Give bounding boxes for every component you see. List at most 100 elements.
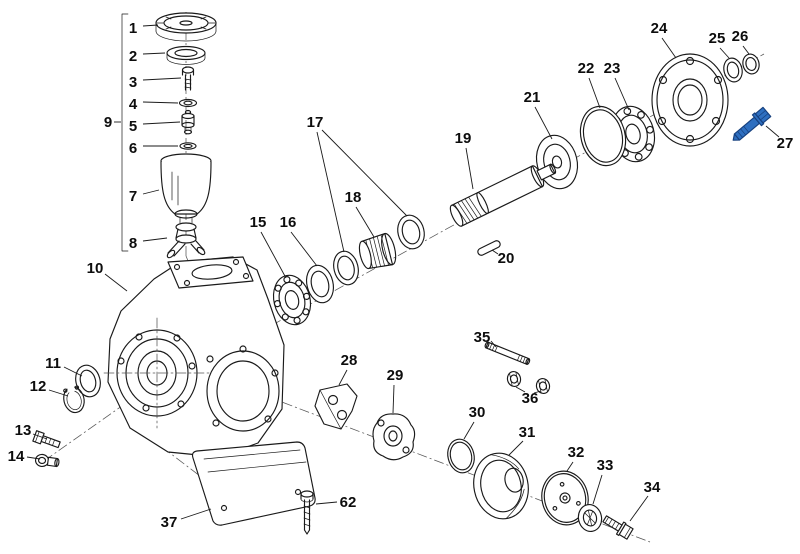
part-24-drawing xyxy=(651,53,729,147)
leader-line-part-14 xyxy=(26,456,41,460)
part-label-27: 27 xyxy=(777,135,794,152)
part-35-drawing xyxy=(484,341,531,365)
leader-line-part-7 xyxy=(142,189,160,195)
part-label-9: 9 xyxy=(104,114,112,131)
leader-line-part-35 xyxy=(490,340,497,348)
leader-line-part-26 xyxy=(742,45,750,55)
part-13-drawing xyxy=(32,430,61,449)
leader-line-part-19 xyxy=(465,147,474,190)
part-label-11: 11 xyxy=(45,355,61,372)
part-3-drawing xyxy=(181,66,195,91)
part-12-drawing xyxy=(63,385,85,414)
part-1-drawing xyxy=(155,12,217,42)
part-label-2: 2 xyxy=(129,48,137,65)
part-29-drawing xyxy=(372,413,416,461)
leader-line-part-25 xyxy=(719,47,730,59)
part-label-6: 6 xyxy=(129,140,137,157)
part-label-19: 19 xyxy=(455,130,472,147)
part-7-drawing xyxy=(160,153,212,224)
part-label-20: 20 xyxy=(498,250,515,267)
leader-line-part-13 xyxy=(32,433,48,440)
part-label-62: 62 xyxy=(340,494,357,511)
leader-line-part-32 xyxy=(566,461,574,472)
part-label-5: 5 xyxy=(129,118,137,135)
part-11-drawing xyxy=(75,364,101,398)
part-25-drawing xyxy=(723,57,743,83)
leader-line-part-34 xyxy=(629,495,649,522)
part-label-15: 15 xyxy=(250,214,267,231)
part-33-drawing xyxy=(577,504,603,532)
leader-line-part-36 xyxy=(533,390,542,394)
part-label-31: 31 xyxy=(519,424,536,441)
part-label-35: 35 xyxy=(474,329,491,346)
part-label-32: 32 xyxy=(568,444,585,461)
part-34-drawing xyxy=(602,515,634,540)
leader-line-part-5 xyxy=(142,121,181,125)
part-5-drawing xyxy=(181,109,195,135)
part-label-30: 30 xyxy=(469,404,486,421)
part-label-18: 18 xyxy=(345,189,362,206)
part-label-10: 10 xyxy=(87,260,104,277)
leader-line-part-31 xyxy=(508,440,524,456)
part-label-29: 29 xyxy=(387,367,404,384)
part-label-12: 12 xyxy=(30,378,47,395)
part-18-drawing xyxy=(358,232,397,270)
leader-line-part-4 xyxy=(142,101,179,104)
leader-line-part-24 xyxy=(661,37,677,59)
part-37-drawing xyxy=(191,441,316,526)
leader-line-part-29 xyxy=(392,384,395,414)
leader-line-part-17 xyxy=(321,129,408,217)
leader-lines xyxy=(26,24,780,522)
part-31-drawing xyxy=(473,452,529,520)
leader-line-part-22 xyxy=(588,77,601,109)
part-label-4: 4 xyxy=(129,96,138,113)
part-4-drawing xyxy=(178,98,198,108)
leader-line-part-20 xyxy=(491,249,499,255)
part-label-25: 25 xyxy=(709,30,726,47)
part-label-14: 14 xyxy=(8,448,25,465)
part-label-3: 3 xyxy=(129,74,137,91)
leader-line-part-10 xyxy=(104,273,128,292)
leader-line-part-3 xyxy=(142,77,182,81)
part-label-21: 21 xyxy=(524,89,541,106)
part-10-drawing xyxy=(103,256,285,458)
part-32-drawing xyxy=(541,470,589,526)
leader-line-part-1 xyxy=(142,24,159,27)
leader-line-part-15 xyxy=(260,231,287,279)
leader-line-part-27 xyxy=(765,125,780,138)
part-28-drawing xyxy=(314,383,358,430)
part-2-drawing xyxy=(166,45,206,65)
part-label-28: 28 xyxy=(341,352,358,369)
part-label-26: 26 xyxy=(732,28,749,45)
part-36-drawing xyxy=(506,370,551,395)
part-label-17: 17 xyxy=(307,114,324,131)
leader-line-part-33 xyxy=(592,474,603,505)
leader-line-part-37 xyxy=(180,508,212,520)
leader-line-part-12 xyxy=(48,389,69,397)
leader-line-part-23 xyxy=(614,77,630,111)
part-6-drawing xyxy=(179,142,197,150)
leader-line-part-16 xyxy=(290,231,318,267)
part-label-7: 7 xyxy=(129,188,137,205)
leader-line-part-2 xyxy=(142,52,166,55)
part-8-drawing xyxy=(166,222,206,259)
part-15-drawing xyxy=(272,274,312,326)
leader-line-part-8 xyxy=(142,237,168,242)
part-label-34: 34 xyxy=(644,479,661,496)
part-label-37: 37 xyxy=(161,514,178,531)
part-14-drawing xyxy=(34,453,60,468)
part-label-24: 24 xyxy=(651,20,668,37)
leader-line-part-11 xyxy=(63,366,83,377)
part-label-36: 36 xyxy=(522,390,539,407)
leader-line-part-28 xyxy=(338,369,348,386)
part-label-33: 33 xyxy=(597,457,614,474)
leader-line-part-18 xyxy=(355,206,375,238)
part-label-23: 23 xyxy=(604,60,621,77)
leader-line-part-21 xyxy=(534,106,553,140)
part-label-16: 16 xyxy=(280,214,297,231)
part-26-drawing xyxy=(742,53,760,75)
part-17b-drawing xyxy=(397,214,425,250)
part-16-drawing xyxy=(305,264,335,304)
